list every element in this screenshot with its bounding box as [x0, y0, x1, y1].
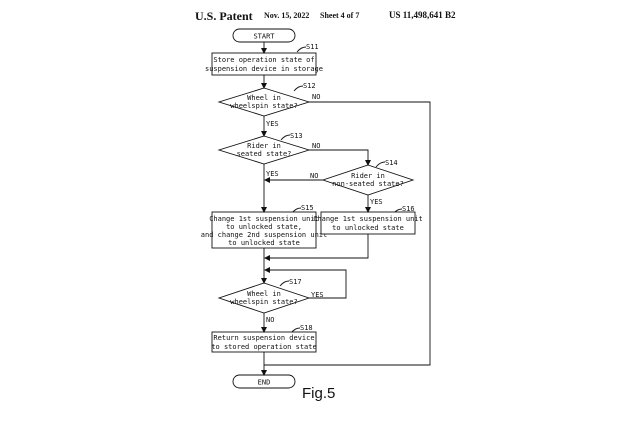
s14-yes-label: YES — [370, 198, 383, 206]
s13-tag: S13 — [290, 132, 303, 140]
s11-line-2: suspension device in storage — [205, 65, 323, 73]
edge-s16-merge — [264, 234, 369, 261]
s14-tag-leader — [375, 161, 386, 168]
s15-tag: S15 — [301, 204, 314, 212]
s18-line-2: to stored operation state — [211, 343, 316, 351]
s11-tag-leader — [296, 46, 307, 53]
s12-line-2: wheelspin state? — [230, 102, 297, 110]
s16-tag: S16 — [402, 205, 415, 213]
s14-no-label: NO — [310, 172, 318, 180]
s13-line-2: seated state? — [237, 150, 292, 158]
edge-s12-no — [264, 101, 431, 366]
s14-tag: S14 — [385, 159, 398, 167]
s12-no-label: NO — [312, 93, 320, 101]
s16-line-2: to unlocked state — [332, 224, 404, 232]
start-label: START — [253, 33, 275, 41]
s14-line-2: non-seated state? — [332, 180, 404, 188]
s17-tag: S17 — [289, 278, 302, 286]
s17-tag-leader — [279, 280, 290, 287]
s17-line-1: Wheel in — [247, 290, 281, 298]
s15-line-2: to unlocked state, — [226, 223, 302, 231]
s13-no-label: NO — [312, 142, 320, 150]
s12-tag: S12 — [303, 82, 316, 90]
s15-line-4: to unlocked state — [228, 239, 300, 247]
patent-number: US 11,498,641 B2 — [389, 10, 456, 20]
end-label: END — [258, 379, 271, 387]
s16-line-1: Change 1st suspension unit — [313, 215, 423, 223]
s13-tag-leader — [280, 134, 291, 141]
s13-yes-label: YES — [266, 170, 279, 178]
edge-s17-yes-loop — [264, 267, 347, 299]
s17-yes-label: YES — [311, 291, 324, 299]
s12-line-1: Wheel in — [247, 94, 281, 102]
s11-line-1: Store operation state of — [213, 56, 314, 64]
s18-tag: S18 — [300, 324, 313, 332]
s11-tag: S11 — [306, 43, 319, 51]
edge-s13-no — [309, 149, 371, 166]
s15-line-1: Change 1st suspension unit — [209, 215, 319, 223]
patent-title: U.S. Patent — [195, 9, 253, 23]
s17-line-2: wheelspin state? — [230, 298, 297, 306]
s14-line-1: Rider in — [351, 172, 385, 180]
s15-line-3: and change 2nd suspension unit — [201, 231, 327, 239]
figure-label: Fig.5 — [302, 385, 336, 402]
s12-yes-label: YES — [266, 120, 279, 128]
s12-tag-leader — [293, 85, 304, 92]
s17-no-label: NO — [266, 316, 274, 324]
s13-line-1: Rider in — [247, 142, 281, 150]
patent-date: Nov. 15, 2022 — [264, 11, 310, 20]
sheet-number: Sheet 4 of 7 — [320, 11, 360, 20]
s18-line-1: Return suspension device — [213, 334, 314, 342]
